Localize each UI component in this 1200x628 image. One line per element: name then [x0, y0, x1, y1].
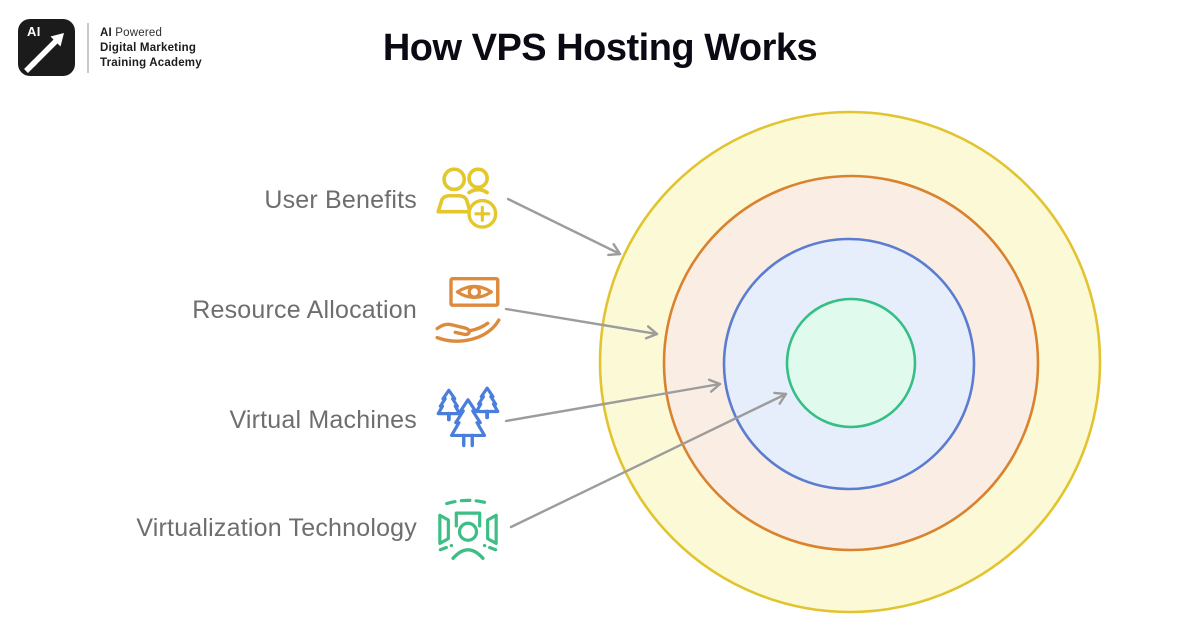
arrow-user-benefits [506, 197, 622, 257]
brand-logo: AI AI Powered Digital Marketing Training… [18, 19, 202, 76]
logo-tagline-line1: AI Powered [100, 27, 163, 39]
logo-divider [87, 22, 89, 73]
layer-row-virtualization-technology: Virtualization Technology [0, 488, 502, 568]
logo-tagline-line3: Training Academy [100, 57, 202, 69]
logo-badge-label: AI [27, 24, 41, 39]
money-hand-icon [435, 276, 501, 343]
page-title: How VPS Hosting Works [382, 27, 818, 69]
layer-label: User Benefits [264, 185, 417, 214]
arrow-virtual-machines [504, 378, 722, 423]
layer-row-resource-allocation: Resource Allocation [0, 270, 502, 350]
layer-row-virtual-machines: Virtual Machines [0, 380, 502, 460]
logo-badge: AI [18, 19, 75, 76]
layer-label: Resource Allocation [192, 295, 417, 324]
arrow-resource-allocation [504, 307, 659, 340]
layer-row-user-benefits: User Benefits [0, 160, 502, 240]
immersive-user-icon [438, 498, 498, 560]
logo-tagline: AI Powered Digital Marketing Training Ac… [100, 24, 202, 71]
growth-arrow-icon [24, 33, 64, 73]
layer-label: Virtual Machines [229, 405, 417, 434]
pine-trees-icon [436, 386, 500, 448]
ring-virtualization-technology [785, 297, 917, 429]
logo-tagline-line2: Digital Marketing [100, 42, 197, 54]
user-plus-icon [436, 167, 498, 229]
arrow-virtualization-technology [509, 391, 788, 529]
layer-label: Virtualization Technology [136, 513, 417, 542]
